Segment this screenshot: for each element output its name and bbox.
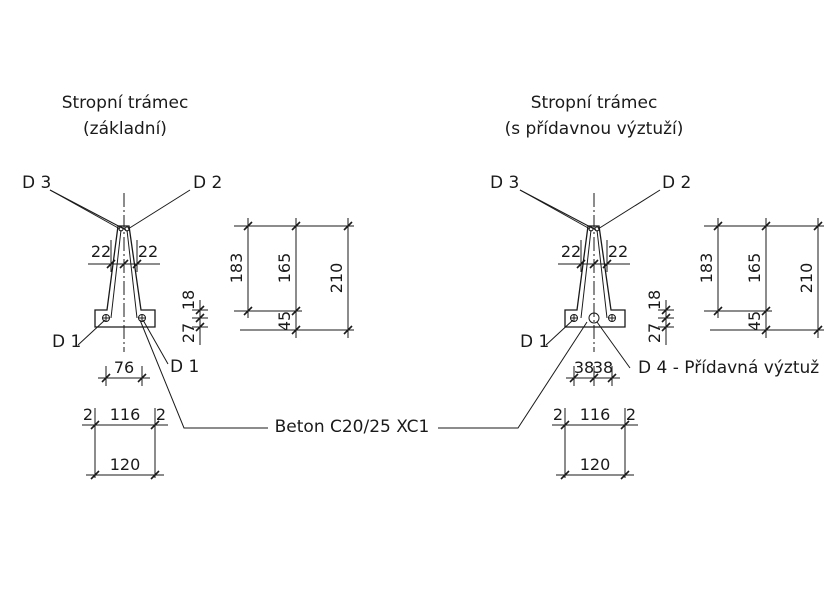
left-beam-section: Stropní trámec (základní) D 3 D 2 D 1 D …: [22, 93, 354, 480]
right-web-line: [580, 229, 592, 319]
left-d1-leader: [77, 319, 106, 346]
left-d1-leader-bottom: [142, 319, 169, 365]
right-dim-27: 27: [645, 323, 664, 343]
left-d2-leader: [127, 189, 191, 230]
right-label-d2: D 2: [662, 173, 691, 193]
right-dim-38-left: 38: [574, 358, 594, 377]
right-dim-2-right: 2: [626, 405, 636, 424]
right-title-line2: (s přídavnou výztuží): [505, 119, 684, 139]
right-dim-120: 120: [580, 455, 611, 474]
right-d2-leader: [597, 189, 661, 230]
left-dim-76-line: [98, 366, 150, 386]
left-dim-165: 165: [275, 253, 294, 284]
left-dim-2-left: 2: [83, 405, 93, 424]
right-dim-165: 165: [745, 253, 764, 284]
left-label-d1: D 1: [52, 332, 81, 352]
left-label-d3: D 3: [22, 173, 51, 193]
right-dim-22-right: 22: [608, 242, 628, 261]
left-rebar-d1-right: [138, 314, 146, 322]
right-rebar-d1-right: [608, 314, 616, 322]
left-small-dimensions: [192, 300, 208, 345]
right-d4-leader: [596, 321, 631, 369]
right-rebar-d1-left: [570, 314, 578, 322]
left-web-line: [126, 229, 138, 319]
left-d3-leader: [49, 189, 127, 231]
left-title-line1: Stropní trámec: [62, 93, 189, 113]
left-title-line2: (základní): [83, 119, 167, 139]
right-d1-leader: [545, 319, 574, 346]
right-rebar-d4: [588, 312, 600, 324]
left-dim-22-right: 22: [138, 242, 158, 261]
left-web-line: [110, 229, 122, 319]
right-label-d1: D 1: [520, 332, 549, 352]
left-label-d2: D 2: [193, 173, 222, 193]
concrete-label: Beton C20/25 XC1: [275, 417, 430, 437]
right-dim-45: 45: [745, 311, 764, 331]
right-concrete-leader: [438, 321, 588, 429]
right-dim-116-line: [552, 408, 638, 478]
right-label-d4: D 4 - Přídavná výztuž: [638, 358, 819, 378]
right-d3-leader: [519, 189, 597, 231]
right-beam-section: Stropní trámec (s přídavnou výztuží) D 3…: [438, 93, 824, 480]
left-dim-18: 18: [179, 290, 198, 310]
right-height-dimensions: [704, 218, 824, 338]
left-dim-27: 27: [179, 323, 198, 343]
right-flange-dimension: [558, 240, 630, 272]
right-dim-38-right: 38: [593, 358, 613, 377]
right-web-line: [596, 229, 608, 319]
left-dim-210: 210: [327, 263, 346, 294]
right-small-dimensions: [658, 300, 674, 345]
right-dim-18: 18: [645, 290, 664, 310]
right-dim-120-line: [556, 470, 634, 480]
left-rebar-d1-left: [102, 314, 110, 322]
left-dim-120: 120: [110, 455, 141, 474]
left-dim-2-right: 2: [156, 405, 166, 424]
right-dim-210: 210: [797, 263, 816, 294]
left-flange-dimension: [88, 240, 160, 272]
right-dim-116: 116: [580, 405, 611, 424]
left-dim-22-left: 22: [91, 242, 111, 261]
left-beam-outline: [94, 225, 156, 328]
left-concrete-leader: [139, 319, 268, 429]
left-height-dimensions: [234, 218, 354, 338]
right-dim-22-left: 22: [561, 242, 581, 261]
left-dim-120-line: [86, 470, 164, 480]
right-dim-183: 183: [697, 253, 716, 284]
left-dim-76: 76: [114, 358, 134, 377]
right-label-d3: D 3: [490, 173, 519, 193]
right-beam-outline: [564, 225, 626, 328]
right-title-line1: Stropní trámec: [531, 93, 658, 113]
left-dim-183: 183: [227, 253, 246, 284]
left-label-d1-bottom: D 1: [170, 357, 199, 377]
right-dim-2-left: 2: [553, 405, 563, 424]
left-dim-116: 116: [110, 405, 141, 424]
left-dim-45: 45: [275, 311, 294, 331]
left-dim-116-line: [82, 408, 168, 478]
right-dim-38-line: [566, 366, 620, 386]
